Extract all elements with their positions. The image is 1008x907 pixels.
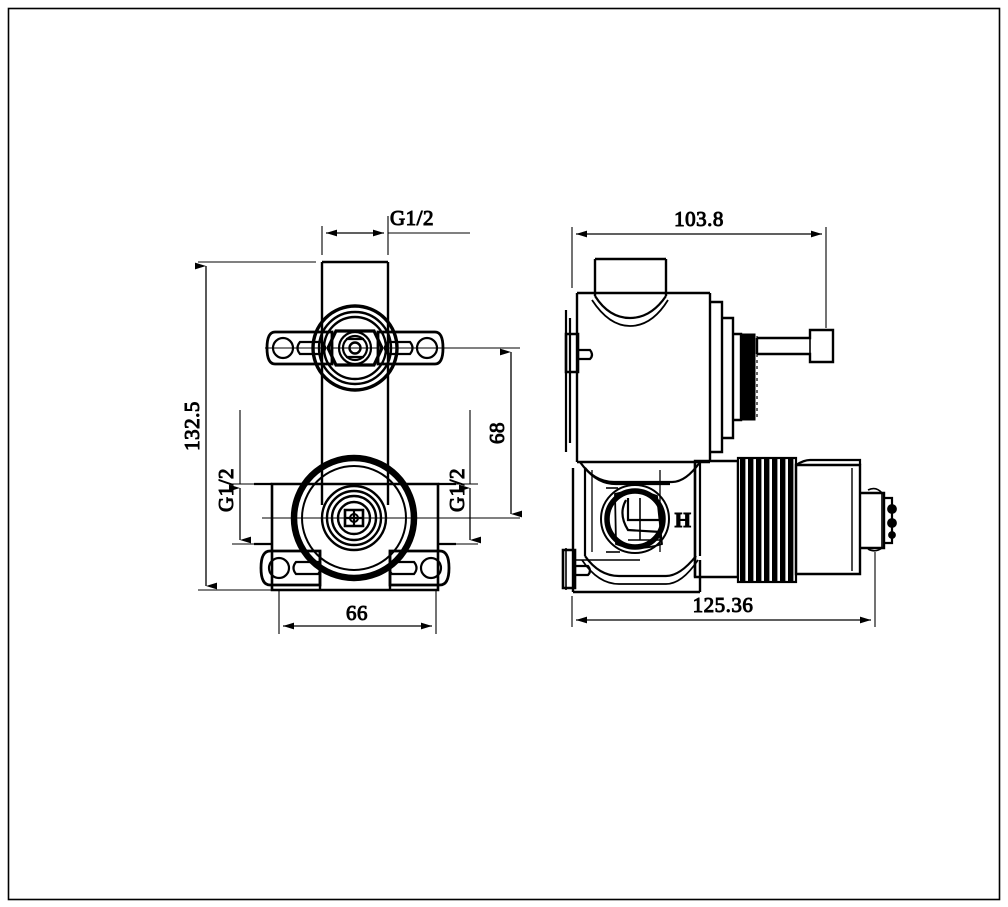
front-lower-body <box>254 482 456 592</box>
front-lower-left-wing <box>259 549 322 587</box>
side-top-inlet-stub <box>591 257 669 327</box>
side-upper-body <box>575 291 712 464</box>
front-view <box>254 260 470 592</box>
dim-132-5-label: 132.5 <box>180 401 204 451</box>
front-view-dimensions: G1/2 132.5 G1/2 G1/2 <box>180 206 522 634</box>
dim-g12-top-label: G1/2 <box>390 206 434 230</box>
hot-marker-label: H <box>675 508 692 532</box>
side-lower-left-lug <box>561 548 592 590</box>
dim-g12-top: G1/2 <box>321 206 470 255</box>
sheet-border <box>7 7 1001 901</box>
side-view-dimensions: 103.8 125.36 <box>571 207 876 627</box>
side-upper-left-lug <box>564 310 594 452</box>
dim-103-8: 103.8 <box>571 207 827 328</box>
side-cartridge-thread-band <box>736 456 798 584</box>
side-thread-ribs <box>740 458 794 582</box>
dim-125-36-label: 125.36 <box>693 593 754 617</box>
dim-132-5: 132.5 <box>180 261 316 591</box>
dim-125-36: 125.36 <box>571 552 876 627</box>
dim-66: 66 <box>278 590 437 634</box>
side-gland-stack <box>710 300 758 454</box>
dim-g12-right-label: G1/2 <box>445 468 469 512</box>
dim-g12-right: G1/2 <box>442 410 481 545</box>
side-cartridge-barrel-b <box>794 458 862 576</box>
dim-g12-left: G1/2 <box>214 410 268 545</box>
side-port-ring <box>600 484 670 554</box>
dim-103-8-label: 103.8 <box>674 207 724 231</box>
front-upper-left-wing <box>265 330 334 366</box>
side-cartridge-end-cap <box>860 487 897 552</box>
side-cartridge-barrel-a <box>693 459 740 579</box>
dim-68: 68 <box>398 347 522 519</box>
dim-66-label: 66 <box>346 601 368 625</box>
side-packing-ring <box>740 333 756 421</box>
front-handle-hub <box>343 508 365 528</box>
side-view: H <box>561 257 897 594</box>
dim-68-label: 68 <box>485 422 509 444</box>
side-valve-spindle <box>755 328 835 364</box>
front-upper-right-wing <box>376 330 445 366</box>
dim-g12-left-label: G1/2 <box>214 468 238 512</box>
front-lower-right-wing <box>388 549 451 587</box>
